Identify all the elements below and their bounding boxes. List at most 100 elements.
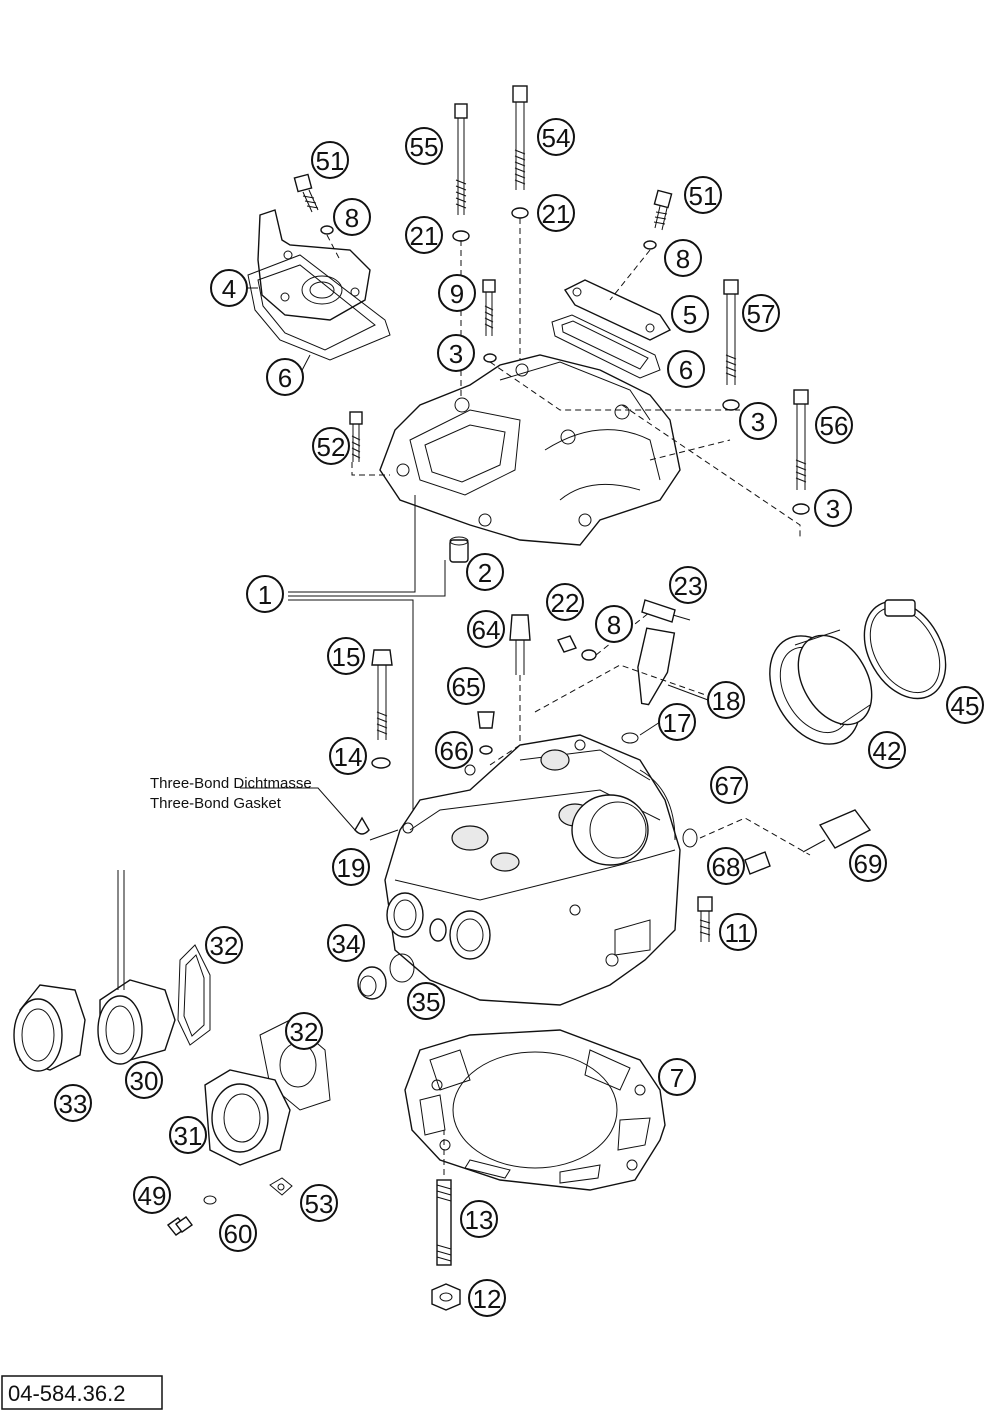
callout-18: 18 [707,681,745,719]
callout-8: 8 [595,605,633,643]
callout-number: 6 [679,355,693,385]
callout-circle [595,605,633,643]
temp-sensor-69 [802,809,872,853]
sensor-23 [641,599,691,623]
callout-number: 45 [951,691,980,721]
callout-57: 57 [742,294,780,332]
callout-56: 56 [815,406,853,444]
spark-plug-cap-18 [637,627,676,706]
callout-circle [669,566,707,604]
callout-number: 18 [712,686,741,716]
callout-circle [435,731,473,769]
plug-34 [357,966,387,1000]
callout-circle [437,334,475,372]
head-gasket [404,1029,666,1191]
callout-4: 4 [210,269,248,307]
callout-number: 31 [174,1121,203,1151]
callout-33: 33 [54,1084,92,1122]
callout-number: 3 [826,494,840,524]
callout-circle [684,176,722,214]
callout-circle [210,269,248,307]
callout-number: 19 [337,853,366,883]
callout-circle [329,737,367,775]
callout-69: 69 [849,844,887,882]
callout-number: 1 [258,580,272,610]
cylinder-head [384,734,681,1006]
callout-11: 11 [719,913,757,951]
callout-circle [710,766,748,804]
callout-number: 22 [551,588,580,618]
callout-circle [707,681,745,719]
callout-circle [327,924,365,962]
assembly-lines-upper [326,218,801,540]
callout-number: 17 [663,708,692,738]
reference-lines-1 [288,495,446,835]
callout-circle [537,194,575,232]
callout-67: 67 [710,766,748,804]
callout-circle [266,358,304,396]
oring-17 [621,732,639,744]
callout-number: 8 [345,203,359,233]
callout-number: 68 [712,852,741,882]
callout-circle [169,1116,207,1154]
callout-circle [739,402,777,440]
callout-3: 3 [739,402,777,440]
flange-30 [97,870,176,1065]
callout-circle [219,1214,257,1252]
callout-1: 1 [246,575,284,613]
gasket-right [551,314,661,379]
callout-65: 65 [447,667,485,705]
callout-31: 31 [169,1116,207,1154]
callout-circle [707,847,745,885]
callout-circle [537,118,575,156]
callout-circle [285,1012,323,1050]
callout-6: 6 [667,350,705,388]
callout-circle [333,198,371,236]
bolt-51-right [653,189,673,231]
callout-number: 49 [138,1181,167,1211]
callout-number: 64 [472,615,501,645]
callout-circle [405,216,443,254]
callout-number: 55 [410,132,439,162]
callout-number: 8 [676,244,690,274]
callout-circle [467,610,505,648]
callout-55: 55 [405,127,443,165]
callout-circle [849,844,887,882]
callout-circle [54,1084,92,1122]
callout-60: 60 [219,1214,257,1252]
screw-49 [166,1216,193,1236]
oring-35 [389,953,415,983]
flange-31 [204,1069,291,1166]
plug-22 [557,635,577,653]
callout-circle [946,686,984,724]
callout-circle [246,575,284,613]
callout-circle [742,294,780,332]
callout-66: 66 [435,731,473,769]
callout-circle [546,583,584,621]
document-id: 04-584.36.2 [8,1381,125,1406]
callout-number: 14 [334,742,363,772]
callout-21: 21 [537,194,575,232]
callout-17: 17 [658,703,696,741]
sleeve-2 [449,536,469,563]
callout-23: 23 [669,566,707,604]
callout-32: 32 [285,1012,323,1050]
bolt-55 [454,103,468,215]
sealant-note-de: Three-Bond Dichtmasse [150,775,312,792]
callout-number: 53 [305,1189,334,1219]
bolt-56 [793,389,809,490]
callout-12: 12 [468,1279,506,1317]
callout-circle [667,350,705,388]
callout-number: 54 [542,123,571,153]
callout-circle [133,1176,171,1214]
gasket-left [247,254,391,361]
intake-boot-42 [769,629,873,745]
callout-number: 15 [332,642,361,672]
callout-number: 3 [751,407,765,437]
callout-45: 45 [946,686,984,724]
plug-line [534,664,721,713]
callout-number: 30 [130,1066,159,1096]
callout-circle [671,295,709,333]
callout-circle [125,1061,163,1099]
